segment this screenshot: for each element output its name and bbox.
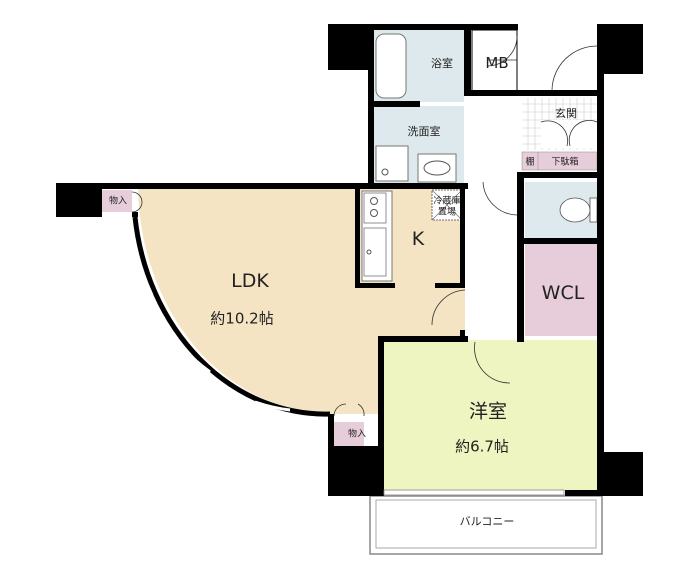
ldk-size: 約10.2帖 [210, 309, 274, 328]
balcony-area [369, 495, 603, 555]
curved-wall [132, 216, 331, 417]
wcl-label: WCL [541, 282, 585, 304]
ldk-label: LDK [231, 270, 269, 292]
fridge-label-line1: 冷蔵庫 [433, 196, 461, 207]
bedroom-size: 約6.7帖 [455, 437, 509, 456]
entrance-tiles [522, 98, 598, 150]
washroom-label: 洗面室 [407, 125, 441, 138]
storage-bedroom-label: 物入 [347, 429, 367, 440]
entrance-label: 玄関 [555, 107, 577, 120]
bedroom-label: 洋室 [468, 400, 508, 423]
shelf-label: 棚 [525, 157, 535, 168]
bedroom-area [383, 340, 597, 490]
wcl-area [525, 244, 597, 336]
balcony-label: バルコニー [459, 515, 515, 528]
door-swings [131, 35, 598, 417]
bath-label: 浴室 [431, 57, 453, 70]
fridge-label-line2: 置場 [437, 207, 457, 218]
storage-ldk-label: 物入 [108, 196, 128, 207]
shoe-box-label: 下駄箱 [551, 157, 579, 168]
mb-label: MB [485, 54, 509, 72]
kitchen-label: K [411, 228, 425, 250]
walls [56, 24, 643, 496]
